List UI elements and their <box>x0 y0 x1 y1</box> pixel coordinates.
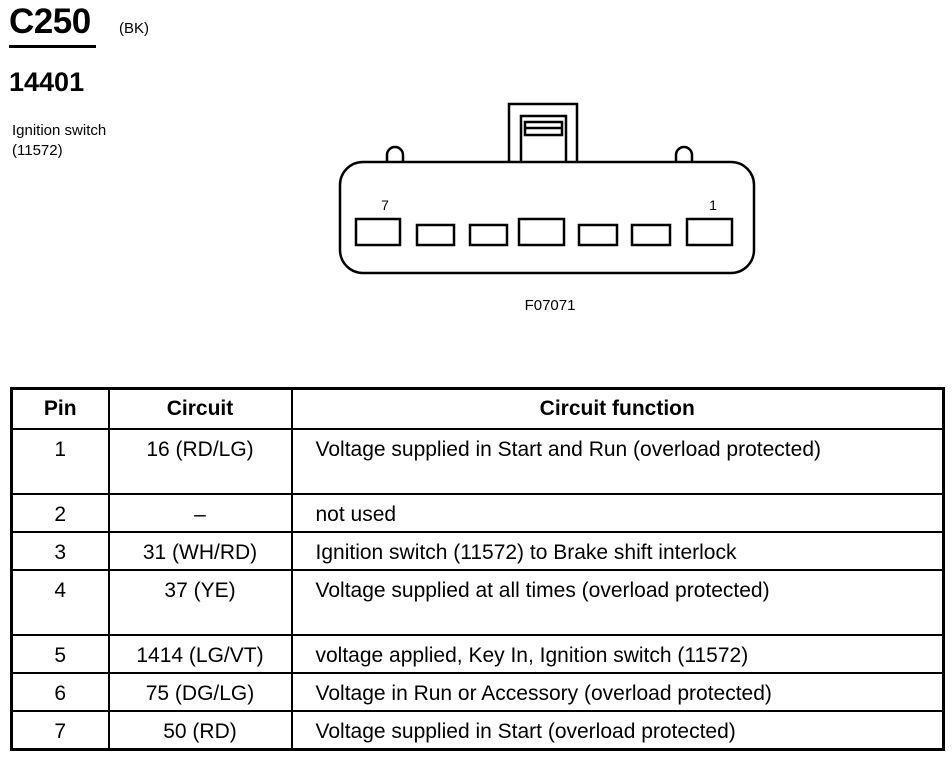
table-row: 6 75 (DG/LG) Voltage in Run or Accessory… <box>10 672 945 712</box>
pin-cavity-4 <box>517 217 566 247</box>
circuit-cell: 75 (DG/LG) <box>107 672 293 712</box>
pin-label-7: 7 <box>381 197 389 213</box>
function-cell: Voltage in Run or Accessory (overload pr… <box>290 672 945 712</box>
component-code: 14401 <box>9 67 85 97</box>
table-row: 2 – not used <box>10 493 945 533</box>
mounting-post-right <box>674 145 694 162</box>
pin-cell: 4 <box>10 569 110 636</box>
pin-cavity-5 <box>468 223 509 247</box>
header-circuit-function: Circuit function <box>290 387 945 430</box>
pin-cell: 1 <box>10 428 110 495</box>
pin-label-1: 1 <box>709 197 717 213</box>
component-name: Ignition switch (11572) <box>12 121 106 161</box>
pin-cavity-6 <box>415 223 456 247</box>
pin-cell: 2 <box>10 493 110 533</box>
table-row: 7 50 (RD) Voltage supplied in Start (ove… <box>10 710 945 751</box>
connector-face-diagram: 7 1 F07071 <box>330 95 770 325</box>
pin-cell: 5 <box>10 634 110 674</box>
pin-cavity-7 <box>354 217 402 247</box>
connector-id: C250 <box>9 2 91 41</box>
circuit-cell: 31 (WH/RD) <box>107 531 293 571</box>
pin-cavity-3 <box>577 223 619 247</box>
function-cell: voltage applied, Key In, Ignition switch… <box>290 634 945 674</box>
locking-tab-inner <box>519 114 568 162</box>
locking-tab-outer <box>507 102 579 162</box>
table-header-row: Pin Circuit Circuit function <box>10 387 945 430</box>
mounting-post-left <box>385 145 405 162</box>
figure-id: F07071 <box>525 297 576 314</box>
circuit-cell: 16 (RD/LG) <box>107 428 293 495</box>
table-row: 5 1414 (LG/VT) voltage applied, Key In, … <box>10 634 945 674</box>
table-row: 1 16 (RD/LG) Voltage supplied in Start a… <box>10 428 945 495</box>
table-row: 4 37 (YE) Voltage supplied at all times … <box>10 569 945 636</box>
table-row: 3 31 (WH/RD) Ignition switch (11572) to … <box>10 531 945 571</box>
function-cell: Voltage supplied in Start and Run (overl… <box>290 428 945 495</box>
pin-cell: 7 <box>10 710 110 751</box>
function-cell: Ignition switch (11572) to Brake shift i… <box>290 531 945 571</box>
function-cell: Voltage supplied in Start (overload prot… <box>290 710 945 751</box>
component-name-line2: (11572) <box>12 142 63 159</box>
function-cell: Voltage supplied at all times (overload … <box>290 569 945 636</box>
circuit-cell: 37 (YE) <box>107 569 293 636</box>
pinout-table: Pin Circuit Circuit function 1 16 (RD/LG… <box>10 387 945 751</box>
header-pin: Pin <box>10 387 110 430</box>
component-name-line1: Ignition switch <box>12 122 107 139</box>
pin-cavity-2 <box>630 223 672 247</box>
pin-cell: 6 <box>10 672 110 712</box>
pin-cavity-1 <box>685 217 734 247</box>
header-circuit: Circuit <box>107 387 293 430</box>
connector-color: (BK) <box>119 20 149 37</box>
circuit-cell: 50 (RD) <box>107 710 293 751</box>
connector-id-underline <box>9 45 96 48</box>
connector-housing <box>338 160 756 275</box>
circuit-cell: 1414 (LG/VT) <box>107 634 293 674</box>
function-cell: not used <box>290 493 945 533</box>
pin-cell: 3 <box>10 531 110 571</box>
circuit-cell: – <box>107 493 293 533</box>
